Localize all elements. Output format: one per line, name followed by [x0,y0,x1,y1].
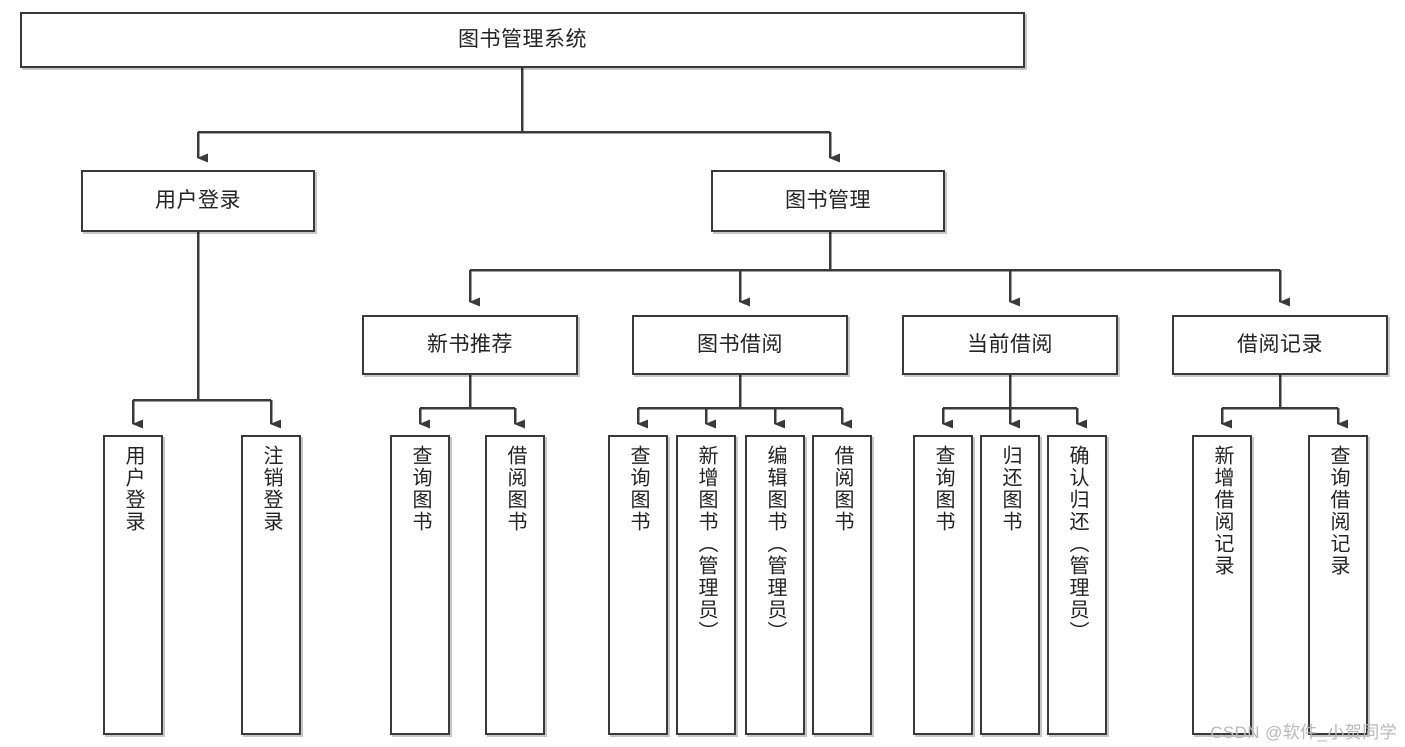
leaf-user-login-label: 用户登录 [122,445,144,533]
leaf-query-book-3-label: 查询图书 [932,445,954,533]
node-book-borrow-label: 图书借阅 [697,332,783,356]
leaf-confirm-return[interactable]: 确认归还（管理员） [1047,435,1107,735]
leaf-user-login[interactable]: 用户登录 [103,435,163,735]
leaf-return-book-label: 归还图书 [999,445,1021,533]
leaf-query-book-1[interactable]: 查询图书 [390,435,450,735]
node-user-login-label: 用户登录 [155,188,241,212]
leaf-query-record-label: 查询借阅记录 [1327,445,1349,577]
leaf-add-book-label: 新增图书（管理员） [695,445,717,643]
node-borrow-record[interactable]: 借阅记录 [1172,315,1388,375]
node-current-borrow-label: 当前借阅 [967,332,1053,356]
leaf-return-book[interactable]: 归还图书 [980,435,1040,735]
node-new-book-recommend[interactable]: 新书推荐 [362,315,578,375]
leaf-query-book-2-label: 查询图书 [627,445,649,533]
leaf-query-book-3[interactable]: 查询图书 [913,435,973,735]
leaf-query-book-2[interactable]: 查询图书 [608,435,668,735]
leaf-query-record[interactable]: 查询借阅记录 [1308,435,1368,735]
node-borrow-record-label: 借阅记录 [1237,332,1323,356]
leaf-borrow-book-2[interactable]: 借阅图书 [812,435,872,735]
leaf-user-logout[interactable]: 注销登录 [241,435,301,735]
watermark: CSDN @软件_小贺同学 [1210,723,1397,742]
leaf-borrow-book-1[interactable]: 借阅图书 [485,435,545,735]
leaf-borrow-book-1-label: 借阅图书 [504,445,526,533]
leaf-query-book-1-label: 查询图书 [409,445,431,533]
leaf-edit-book[interactable]: 编辑图书（管理员） [745,435,805,735]
leaf-add-book[interactable]: 新增图书（管理员） [676,435,736,735]
leaf-add-record-label: 新增借阅记录 [1211,445,1233,577]
leaf-edit-book-label: 编辑图书（管理员） [764,445,786,643]
leaf-add-record[interactable]: 新增借阅记录 [1192,435,1252,735]
node-new-book-recommend-label: 新书推荐 [427,332,513,356]
node-root-system[interactable]: 图书管理系统 [20,12,1025,68]
leaf-user-logout-label: 注销登录 [260,445,282,533]
node-current-borrow[interactable]: 当前借阅 [902,315,1118,375]
node-book-management[interactable]: 图书管理 [711,170,945,232]
leaf-confirm-return-label: 确认归还（管理员） [1066,445,1088,643]
node-root-system-label: 图书管理系统 [458,27,587,51]
node-book-borrow[interactable]: 图书借阅 [632,315,848,375]
node-user-login[interactable]: 用户登录 [81,170,315,232]
node-book-management-label: 图书管理 [785,188,871,212]
leaf-borrow-book-2-label: 借阅图书 [831,445,853,533]
